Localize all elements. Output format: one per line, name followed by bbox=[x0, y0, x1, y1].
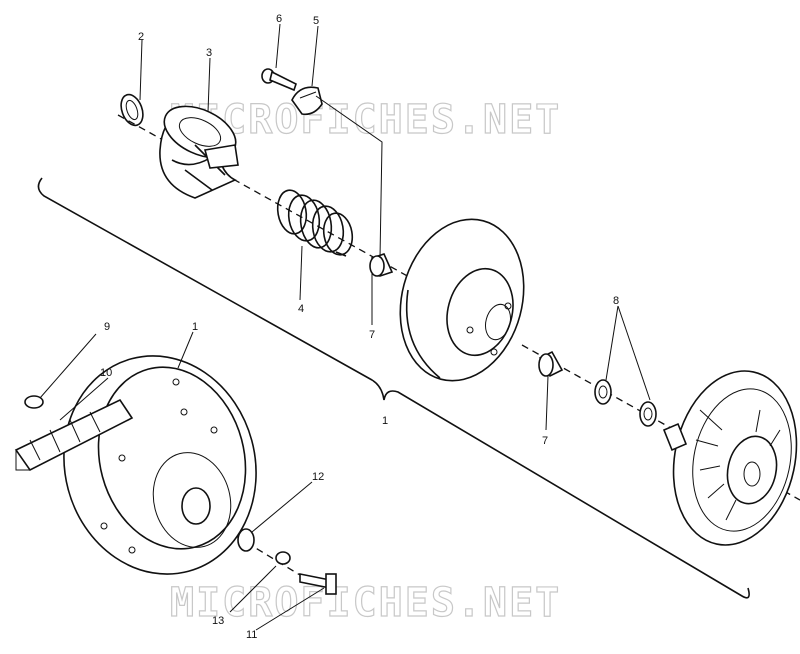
belt-part bbox=[14, 398, 134, 472]
callout-13: 13 bbox=[212, 615, 224, 627]
leader-lines bbox=[39, 23, 651, 631]
snap-ring-part bbox=[120, 93, 144, 127]
callout-1-group: 1 bbox=[382, 415, 388, 427]
callout-7-lower: 7 bbox=[542, 435, 548, 447]
wedge-button-part bbox=[291, 86, 323, 116]
callout-9: 9 bbox=[104, 321, 110, 333]
callout-1-sheave: 1 bbox=[192, 321, 198, 333]
callout-3: 3 bbox=[206, 47, 212, 59]
callout-12: 12 bbox=[312, 471, 324, 483]
drive-sheave-part bbox=[63, 355, 257, 575]
movable-sheave-part bbox=[399, 218, 525, 382]
washer-12-part bbox=[237, 528, 255, 552]
watermark-bottom: MICROFICHES.NET bbox=[170, 580, 561, 626]
fixed-sheave-part bbox=[662, 370, 798, 546]
callout-2: 2 bbox=[138, 31, 144, 43]
washers-part bbox=[594, 379, 657, 427]
nut-part bbox=[275, 551, 291, 565]
assembly-bracket bbox=[37, 177, 750, 599]
washer-9-part bbox=[24, 395, 44, 409]
callout-10: 10 bbox=[100, 367, 112, 379]
bushing-lower-part bbox=[538, 350, 564, 378]
callout-5: 5 bbox=[313, 15, 319, 27]
bushing-upper-part bbox=[369, 253, 394, 277]
spider-cam-part bbox=[159, 105, 239, 199]
callout-8: 8 bbox=[613, 295, 619, 307]
callout-11: 11 bbox=[246, 629, 257, 641]
bolt-part bbox=[299, 573, 337, 595]
callout-4: 4 bbox=[298, 303, 304, 315]
callout-6: 6 bbox=[276, 13, 282, 25]
callout-7-upper: 7 bbox=[369, 329, 375, 341]
screw-part bbox=[261, 68, 297, 92]
spring-part bbox=[276, 189, 354, 257]
